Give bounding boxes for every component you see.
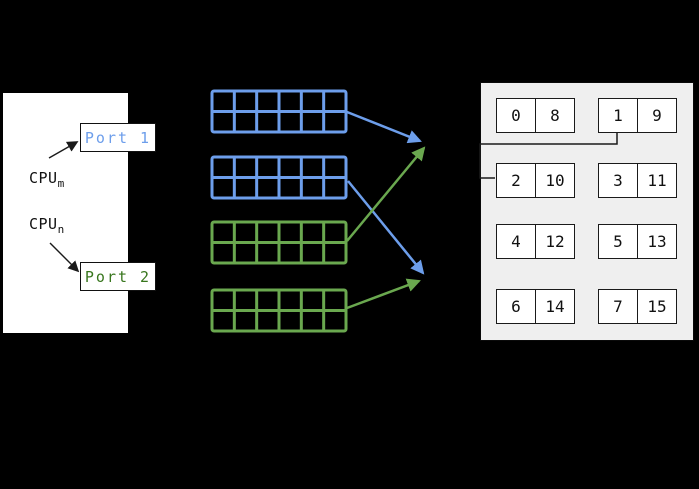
buffer-cell: 7 <box>599 290 638 323</box>
buffer-cell: 9 <box>652 106 662 125</box>
buffer-cell: 0 <box>497 99 536 132</box>
buffer-panel: 0 8 1 9 2 10 3 11 4 12 5 13 6 14 7 15 <box>480 82 694 341</box>
port-2-label: Port 2 <box>84 267 152 286</box>
cpu-m-label: CPUm <box>29 169 65 190</box>
buffer-cell: 12 <box>545 232 565 251</box>
buffer-cell: 1 <box>599 99 638 132</box>
port-2-box: Port 2 <box>80 262 156 291</box>
buffer-pair-box-0: 0 8 <box>496 98 575 133</box>
arrow-queue4-to-panel <box>346 278 421 310</box>
buffer-pair-box-2: 2 10 <box>496 163 575 198</box>
buffer-cell: 4 <box>497 225 536 258</box>
buffer-pair-box-6: 6 14 <box>496 289 575 324</box>
buffer-cell: 8 <box>550 106 560 125</box>
cpu-m-sub: m <box>57 177 65 190</box>
buffer-cell: 15 <box>647 297 667 316</box>
arrow-queue2-to-panel <box>347 180 425 275</box>
buffer-cell: 13 <box>647 232 667 251</box>
queue-grid-green-2 <box>210 288 348 333</box>
buffer-cell: 2 <box>497 164 536 197</box>
buffer-pair-box-4: 4 12 <box>496 224 575 259</box>
cpu-m-base: CPU <box>29 169 58 187</box>
queue-grid-green-1 <box>210 220 348 265</box>
queue-grid-blue-1 <box>210 89 348 134</box>
buffer-cell: 14 <box>545 297 565 316</box>
queue-grid-blue-2 <box>210 155 348 200</box>
buffer-pair-box-5: 5 13 <box>598 224 677 259</box>
buffer-cell: 3 <box>599 164 638 197</box>
cpu-n-label: CPUn <box>29 215 65 236</box>
buffer-pair-box-7: 7 15 <box>598 289 677 324</box>
port-1-box: Port 1 <box>80 123 156 152</box>
buffer-cell: 6 <box>497 290 536 323</box>
buffer-cell: 10 <box>545 171 565 190</box>
buffer-cell: 5 <box>599 225 638 258</box>
arrow-queue1-to-panel <box>346 110 422 144</box>
buffer-pair-box-3: 3 11 <box>598 163 677 198</box>
buffer-pair-box-1: 1 9 <box>598 98 677 133</box>
cpu-n-base: CPU <box>29 215 58 233</box>
buffer-cell: 11 <box>647 171 667 190</box>
arrow-queue3-to-panel <box>346 146 426 242</box>
port-1-label: Port 1 <box>84 128 152 147</box>
cpu-n-sub: n <box>57 223 65 236</box>
